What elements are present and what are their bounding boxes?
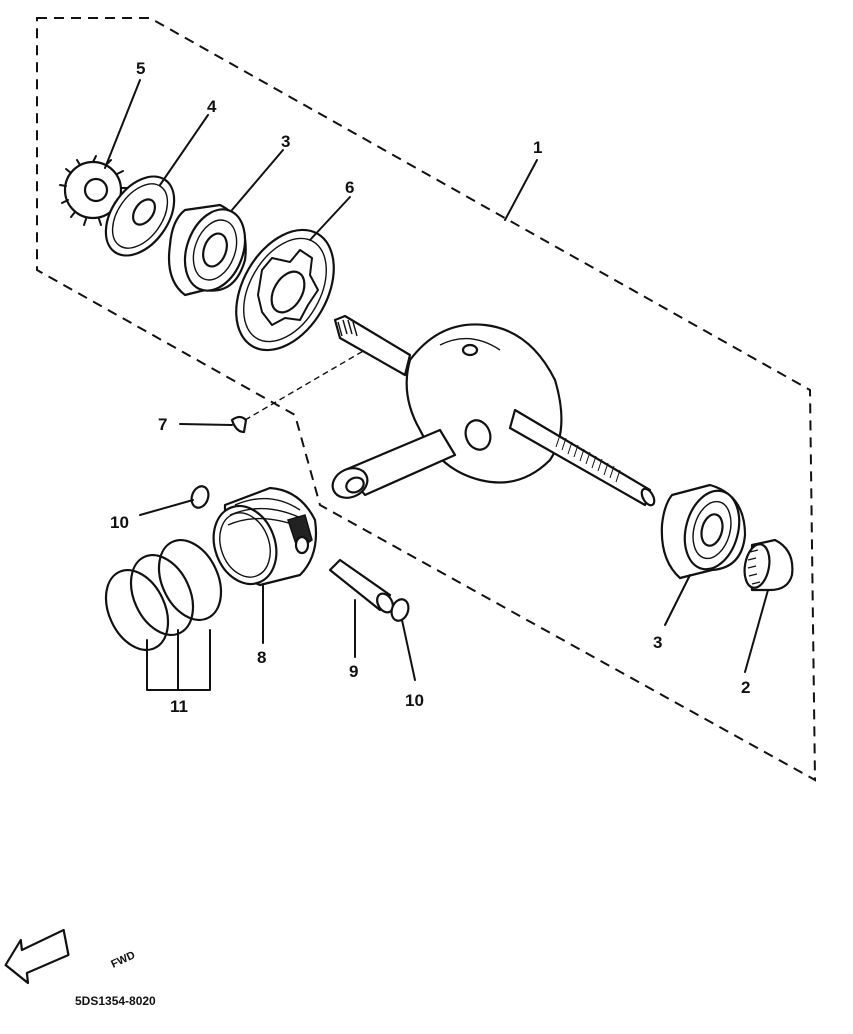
part-2-needle-bearing bbox=[743, 538, 794, 592]
callout-10-upper: 10 bbox=[110, 513, 129, 532]
part-10-circlip-lower bbox=[390, 598, 410, 622]
part-9-piston-pin bbox=[328, 558, 394, 614]
fwd-label: FWD bbox=[109, 949, 137, 970]
part-4-washer bbox=[104, 175, 176, 257]
assembly-boundary bbox=[36, 17, 817, 782]
callout-11: 11 bbox=[170, 697, 188, 716]
callout-1: 1 bbox=[533, 138, 542, 157]
part-7-woodruff-key bbox=[230, 415, 248, 434]
callout-8: 8 bbox=[257, 648, 266, 667]
part-8-piston bbox=[212, 486, 318, 587]
part-6-oil-pump-plate bbox=[235, 228, 335, 352]
fwd-arrow-icon: FWD bbox=[4, 928, 137, 985]
callout-5: 5 bbox=[136, 59, 145, 78]
part-3-bearing-lower bbox=[660, 483, 747, 580]
callout-3-lower: 3 bbox=[653, 633, 662, 652]
callout-2: 2 bbox=[741, 678, 750, 697]
callout-9: 9 bbox=[349, 662, 358, 681]
diagram-code: 5DS1354-8020 bbox=[75, 994, 156, 1008]
callout-10-lower: 10 bbox=[405, 691, 424, 710]
callout-3-upper: 3 bbox=[281, 132, 290, 151]
part-10-circlip-upper bbox=[190, 485, 210, 509]
callout-7: 7 bbox=[158, 415, 167, 434]
key-alignment-line bbox=[244, 349, 366, 421]
part-1-crankshaft bbox=[331, 314, 656, 507]
callout-4: 4 bbox=[207, 97, 217, 116]
leader-lines bbox=[104, 79, 769, 691]
callout-6: 6 bbox=[345, 178, 354, 197]
part-11-piston-rings bbox=[104, 539, 223, 651]
part-3-bearing-upper bbox=[167, 203, 247, 297]
